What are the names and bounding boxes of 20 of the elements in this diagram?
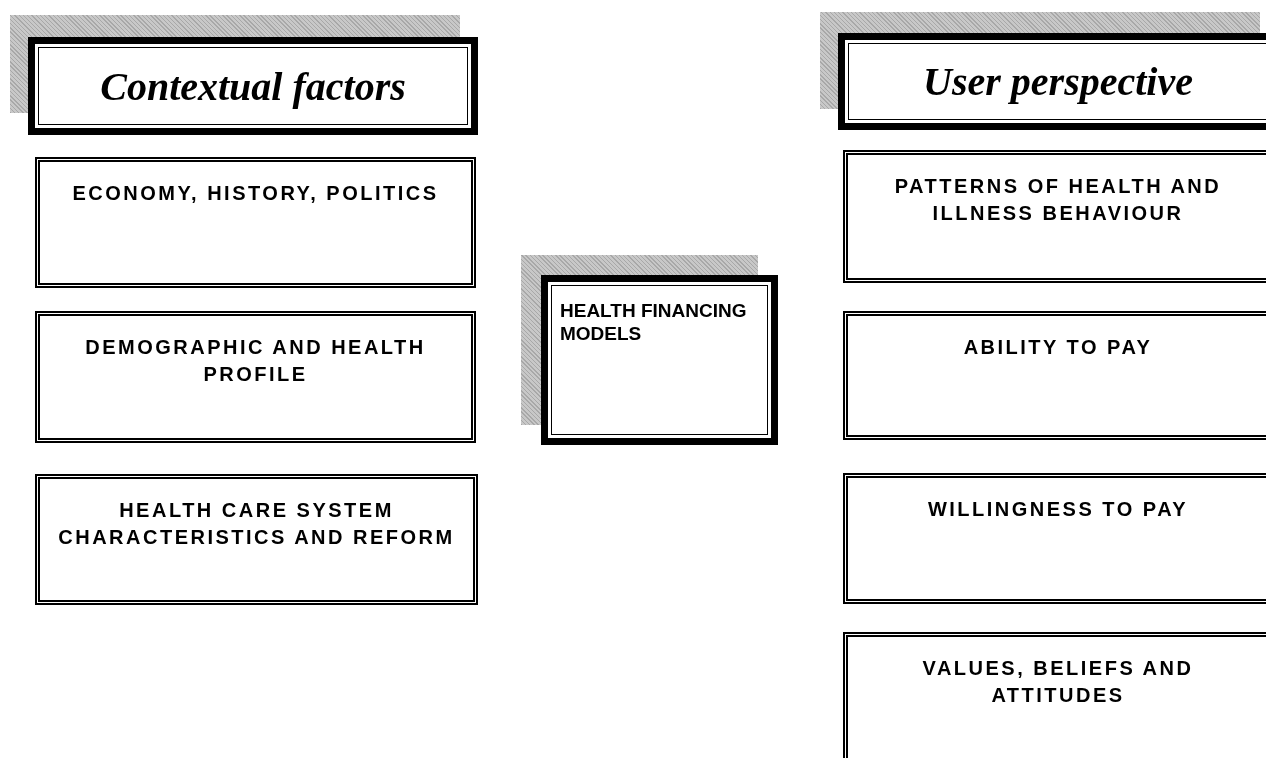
box-label: ECONOMY, HISTORY, POLITICS bbox=[72, 182, 439, 204]
box-label: DEMOGRAPHIC AND HEALTH PROFILE bbox=[85, 336, 426, 385]
heading-box bbox=[28, 37, 478, 135]
box-label: WILLINGNESS TO PAY bbox=[927, 498, 1189, 520]
box-label: ABILITY TO PAY bbox=[963, 336, 1153, 358]
heading-text: Contextual factors bbox=[100, 62, 406, 110]
factor-box bbox=[843, 150, 1266, 283]
factor-box bbox=[843, 473, 1266, 604]
heading-box bbox=[838, 33, 1266, 130]
box-label: VALUES, BELIEFS AND ATTITUDES bbox=[922, 657, 1194, 706]
factor-box bbox=[35, 474, 478, 605]
factor-box bbox=[843, 311, 1266, 440]
heading-text: User perspective bbox=[923, 58, 1193, 105]
box-label: HEALTH FINANCING MODELS bbox=[560, 300, 748, 346]
factor-box bbox=[35, 157, 476, 288]
central-box bbox=[541, 275, 778, 445]
factor-box bbox=[843, 632, 1266, 758]
box-label: HEALTH CARE SYSTEM CHARACTERISTICS AND REFORM bbox=[58, 499, 455, 548]
factor-box bbox=[35, 311, 476, 443]
box-label: PATTERNS OF HEALTH AND ILLNESS BEHAVIOUR bbox=[894, 175, 1222, 224]
